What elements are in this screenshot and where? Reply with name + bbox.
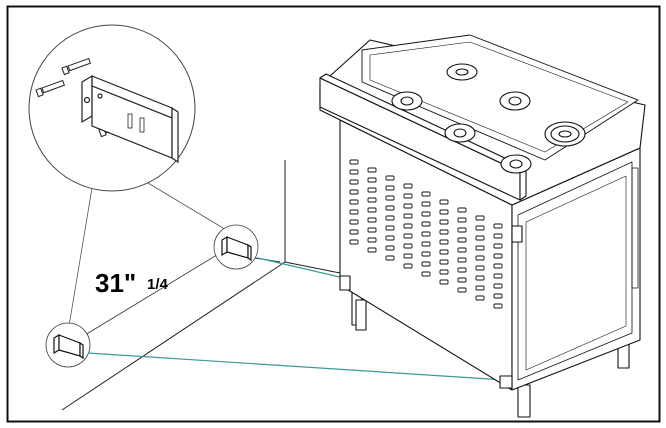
diagram-border <box>6 5 661 423</box>
burners <box>391 63 586 174</box>
vent-slots <box>349 159 503 309</box>
dimension-label: 31" <box>95 268 137 298</box>
dimension-fraction: 1/4 <box>147 276 168 293</box>
back-bracket-callout <box>213 224 259 270</box>
leader-lines <box>67 182 229 333</box>
guide-lines <box>87 257 506 381</box>
dimension-line <box>84 249 226 336</box>
detail-circle <box>28 24 196 192</box>
front-bracket-callout <box>45 322 91 368</box>
